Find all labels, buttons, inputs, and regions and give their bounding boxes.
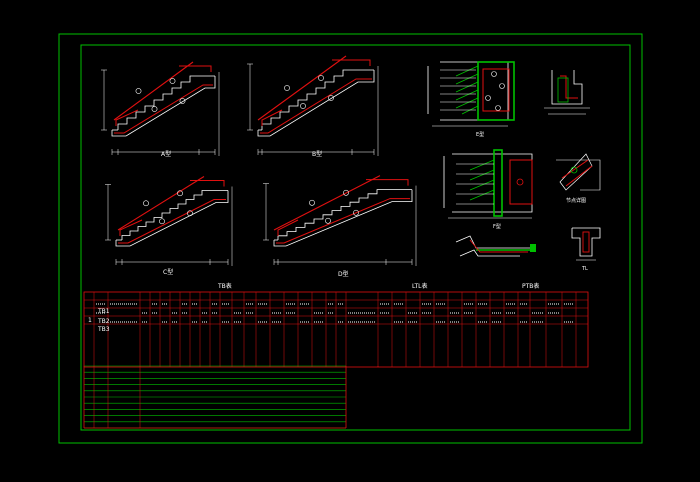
detail-e: [427, 61, 515, 127]
tl-section: [571, 227, 601, 261]
tl-section-title: TL: [581, 266, 588, 272]
detail-f: [443, 149, 533, 219]
outer-frame: [58, 33, 643, 444]
schedule-table: [83, 291, 589, 429]
table-title-ltl: LTL表: [412, 283, 428, 290]
landing-detail: [455, 235, 536, 257]
inner-frame: [80, 44, 631, 431]
beam-section-detail: [544, 70, 590, 115]
stair-detail-c: [105, 176, 233, 266]
table-row-floor: 1: [88, 317, 92, 324]
node-detail: [556, 153, 601, 191]
stair-b-title: B型: [312, 151, 323, 158]
stair-c-title: C型: [163, 269, 174, 276]
stair-d-title: D型: [338, 271, 349, 278]
stair-a-title: A型: [161, 151, 172, 158]
table-row-code-2: TB2: [98, 318, 110, 325]
detail-e-title: E型: [476, 131, 484, 138]
detail-f-title: F型: [493, 223, 501, 230]
stair-detail-a: [101, 61, 220, 156]
node-detail-title: 节点详图: [566, 197, 586, 204]
stair-detail-d: [263, 175, 417, 266]
table-row-code-1: TB1: [98, 308, 110, 315]
table-title-ptb: PTB表: [522, 283, 540, 290]
stair-detail-b: [247, 55, 379, 156]
table-row-code-3: TB3: [98, 326, 110, 333]
table-title-tb: TB表: [218, 283, 232, 290]
